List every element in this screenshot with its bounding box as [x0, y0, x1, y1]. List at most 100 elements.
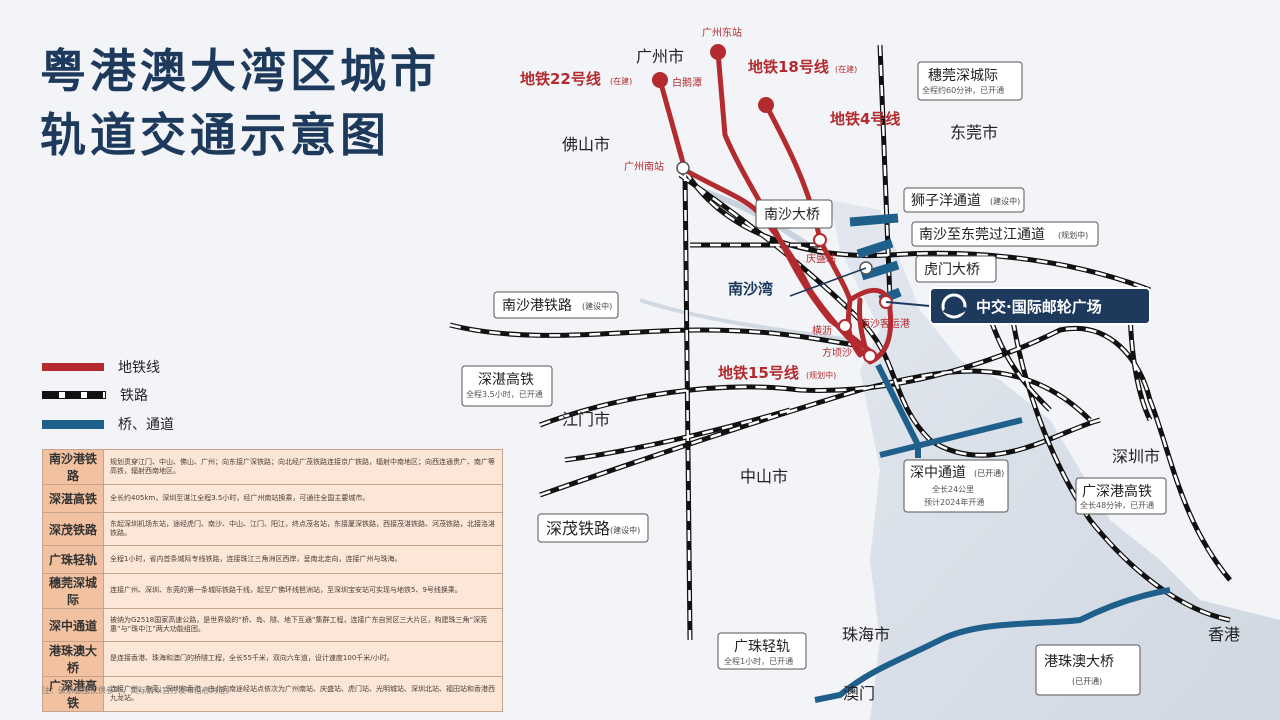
svg-text:全程约60分钟，已开通: 全程约60分钟，已开通: [922, 85, 1004, 95]
table-row: 港珠澳大桥是连接香港、珠海和澳门的桥隧工程，全长55千米，双向六车道，设计速度1…: [42, 641, 503, 677]
nansha-bay-pointer: [789, 267, 867, 297]
svg-text:(建设中): (建设中): [610, 525, 640, 535]
table-cell-name: 深中通道: [42, 608, 104, 642]
label-huiguan: 穗莞深城际 全程约60分钟，已开通: [917, 61, 1023, 101]
railways: [449, 44, 1232, 641]
metro-l15-label: 地铁15号线: [718, 364, 799, 382]
legend-bridge: 桥、通道: [42, 414, 174, 434]
station-fanggeisha: 方顷沙: [822, 346, 852, 359]
table-cell-name: 广深港高铁: [42, 676, 104, 712]
svg-text:(建设中): (建设中): [990, 196, 1020, 206]
metro-l4-label: 地铁4号线: [830, 110, 900, 128]
l18-terminus-icon: [758, 97, 774, 113]
table-cell-desc: 规划贯穿江门、中山、佛山、广州；向东接广深铁路；向北经广茂铁路连接京广铁路，辐射…: [103, 449, 503, 485]
station-hengli: 横沥: [812, 324, 832, 337]
metro-line-18: [715, 49, 878, 358]
svg-text:全长24公里: 全长24公里: [932, 484, 974, 494]
fanggeisha-marker: [863, 349, 877, 363]
table-cell-desc: 全长约405km，深圳至湛江全程3.5小时，经广州南站换乘，可通往全国主要城市。: [103, 484, 503, 513]
table-cell-desc: 被纳为G2518国家高速公路，是世界级的“桥、岛、隧、地下互通”集群工程，连接广…: [103, 608, 503, 642]
gz-south-marker: [676, 161, 690, 175]
svg-text:(建设中): (建设中): [582, 301, 612, 311]
svg-text:深中通道: 深中通道: [910, 465, 966, 481]
city-dongguan: 东莞市: [950, 123, 998, 142]
legend-metro-label: 地铁线: [118, 360, 160, 376]
legend-rail-swatch: [42, 391, 106, 399]
table-row: 穗莞深城际连接广州、深圳、东莞的第一条城际铁路干线，起至广佛环线琶洲站，至深圳宝…: [42, 573, 503, 609]
label-shenmao: 深茂铁路 (建设中): [537, 513, 649, 543]
table-cell-desc: 连接广州、深圳、东莞的第一条城际铁路干线，起至广佛环线琶洲站，至深圳宝安站可实现…: [103, 573, 503, 609]
info-table: 南沙港铁路规划贯穿江门、中山、佛山、广州；向东接广深铁路；向北经广茂铁路连接京广…: [42, 449, 503, 712]
table-row: 南沙港铁路规划贯穿江门、中山、佛山、广州；向东接广深铁路；向北经广茂铁路连接京广…: [42, 449, 503, 485]
svg-text:全程3.5小时，已开通: 全程3.5小时，已开通: [466, 389, 543, 399]
city-foshan: 佛山市: [562, 135, 610, 154]
table-row: 深中通道被纳为G2518国家高速公路，是世界级的“桥、岛、隧、地下互通”集群工程…: [42, 608, 503, 642]
cruise-logo-icon: [941, 293, 968, 319]
svg-text:(已开通): (已开通): [1072, 676, 1102, 686]
label-nansha-bridge: 南沙大桥: [755, 199, 833, 229]
table-row: 深湛高铁全长约405km，深圳至湛江全程3.5小时，经广州南站换乘，可通往全国主…: [42, 484, 503, 513]
svg-text:狮子洋通道: 狮子洋通道: [911, 193, 981, 209]
project-badge[interactable]: 中交·国际邮轮广场: [885, 287, 1151, 325]
qingsheng-marker: [813, 233, 827, 247]
station-baietan: 白鹅潭: [672, 76, 702, 89]
metro-l18-label: 地铁18号线: [748, 58, 829, 76]
table-cell-desc: 东起深圳机场东站，途经虎门、南沙、中山、江门、阳江，终点茂名站，东接厦深铁路，西…: [103, 512, 503, 546]
station-ns-port: 南沙客运港: [860, 317, 910, 330]
svg-text:港珠澳大桥: 港珠澳大桥: [1044, 654, 1114, 670]
gz-east-icon: [710, 44, 726, 60]
table-cell-name: 深茂铁路: [42, 512, 104, 546]
legend-bridge-label: 桥、通道: [118, 417, 174, 433]
table-cell-name: 深湛高铁: [42, 484, 104, 513]
city-shenzhen: 深圳市: [1112, 447, 1160, 466]
svg-text:穗莞深城际: 穗莞深城际: [928, 68, 998, 84]
label-shiziyang: 狮子洋通道 (建设中): [903, 187, 1025, 213]
table-cell-name: 港珠澳大桥: [42, 641, 104, 677]
label-nansha-rail: 南沙港铁路 (建设中): [493, 291, 619, 319]
svg-text:全长48分钟，已开通: 全长48分钟，已开通: [1080, 500, 1154, 510]
baietan-icon: [652, 72, 668, 88]
table-cell-name: 穗莞深城际: [42, 573, 104, 609]
legend-rail: 铁路: [42, 385, 148, 405]
label-shenzhong: 深中通道 (已开通) 全长24公里 预计2024年开通: [903, 459, 1009, 513]
svg-text:广珠轻轨: 广珠轻轨: [734, 639, 790, 655]
svg-text:深茂铁路: 深茂铁路: [546, 519, 610, 538]
station-gz-east: 广州东站: [702, 26, 742, 39]
legend-bridge-swatch: [42, 419, 104, 429]
svg-text:南沙大桥: 南沙大桥: [764, 207, 820, 223]
footnote: 注：该示意图仅供参考，实际请以官方发布信息为准。: [42, 686, 234, 695]
legend-rail-label: 铁路: [120, 388, 148, 404]
label-shenzhan: 深湛高铁 全程3.5小时，已开通: [461, 365, 553, 407]
city-zhuhai: 珠海市: [842, 625, 890, 644]
svg-text:中交·国际邮轮广场: 中交·国际邮轮广场: [976, 298, 1102, 316]
table-row: 广深港高铁连接广州、东莞、深圳和香港，由北向南途经站点依次为广州南站、庆盛站、虎…: [42, 676, 503, 712]
svg-text:虎门大桥: 虎门大桥: [924, 262, 980, 278]
city-macau: 澳门: [843, 684, 875, 703]
label-gzsg: 广深港高铁 全长48分钟，已开通: [1075, 477, 1167, 515]
label-humen: 虎门大桥: [915, 255, 997, 283]
city-jiangmen: 江门市: [562, 410, 610, 429]
city-zhongshan: 中山市: [740, 467, 788, 486]
svg-text:预计2024年开通: 预计2024年开通: [924, 497, 984, 507]
station-qingsheng: 庆盛站: [806, 252, 836, 265]
bridges: [814, 213, 1171, 703]
label-nansha-bay: 南沙湾: [728, 280, 773, 298]
river: [639, 298, 851, 342]
metro-l22-label: 地铁22号线: [520, 70, 601, 88]
svg-text:广深港高铁: 广深港高铁: [1082, 483, 1152, 500]
city-guangzhou: 广州市: [636, 47, 684, 66]
svg-text:南沙港铁路: 南沙港铁路: [502, 298, 572, 314]
page-title-line1: 粤港澳大湾区城市: [40, 44, 440, 98]
label-guangzhu: 广珠轻轨 全程1小时，已开通: [717, 632, 807, 670]
metro-l15-tag: (规划中): [806, 370, 836, 380]
label-hzm: 港珠澳大桥 (已开通): [1035, 644, 1141, 696]
table-cell-desc: 连接广州、东莞、深圳和香港，由北向南途经站点依次为广州南站、庆盛站、虎门站、光明…: [103, 676, 503, 712]
table-cell-name: 南沙港铁路: [42, 449, 104, 485]
city-hongkong: 香港: [1208, 625, 1240, 644]
svg-text:(规划中): (规划中): [1058, 230, 1088, 240]
hzm-bridge: [814, 587, 1171, 703]
svg-text:深湛高铁: 深湛高铁: [478, 371, 534, 388]
station-gz-south: 广州南站: [624, 160, 664, 173]
svg-text:(已开通): (已开通): [974, 468, 1004, 478]
table-cell-name: 广珠轻轨: [42, 545, 104, 574]
